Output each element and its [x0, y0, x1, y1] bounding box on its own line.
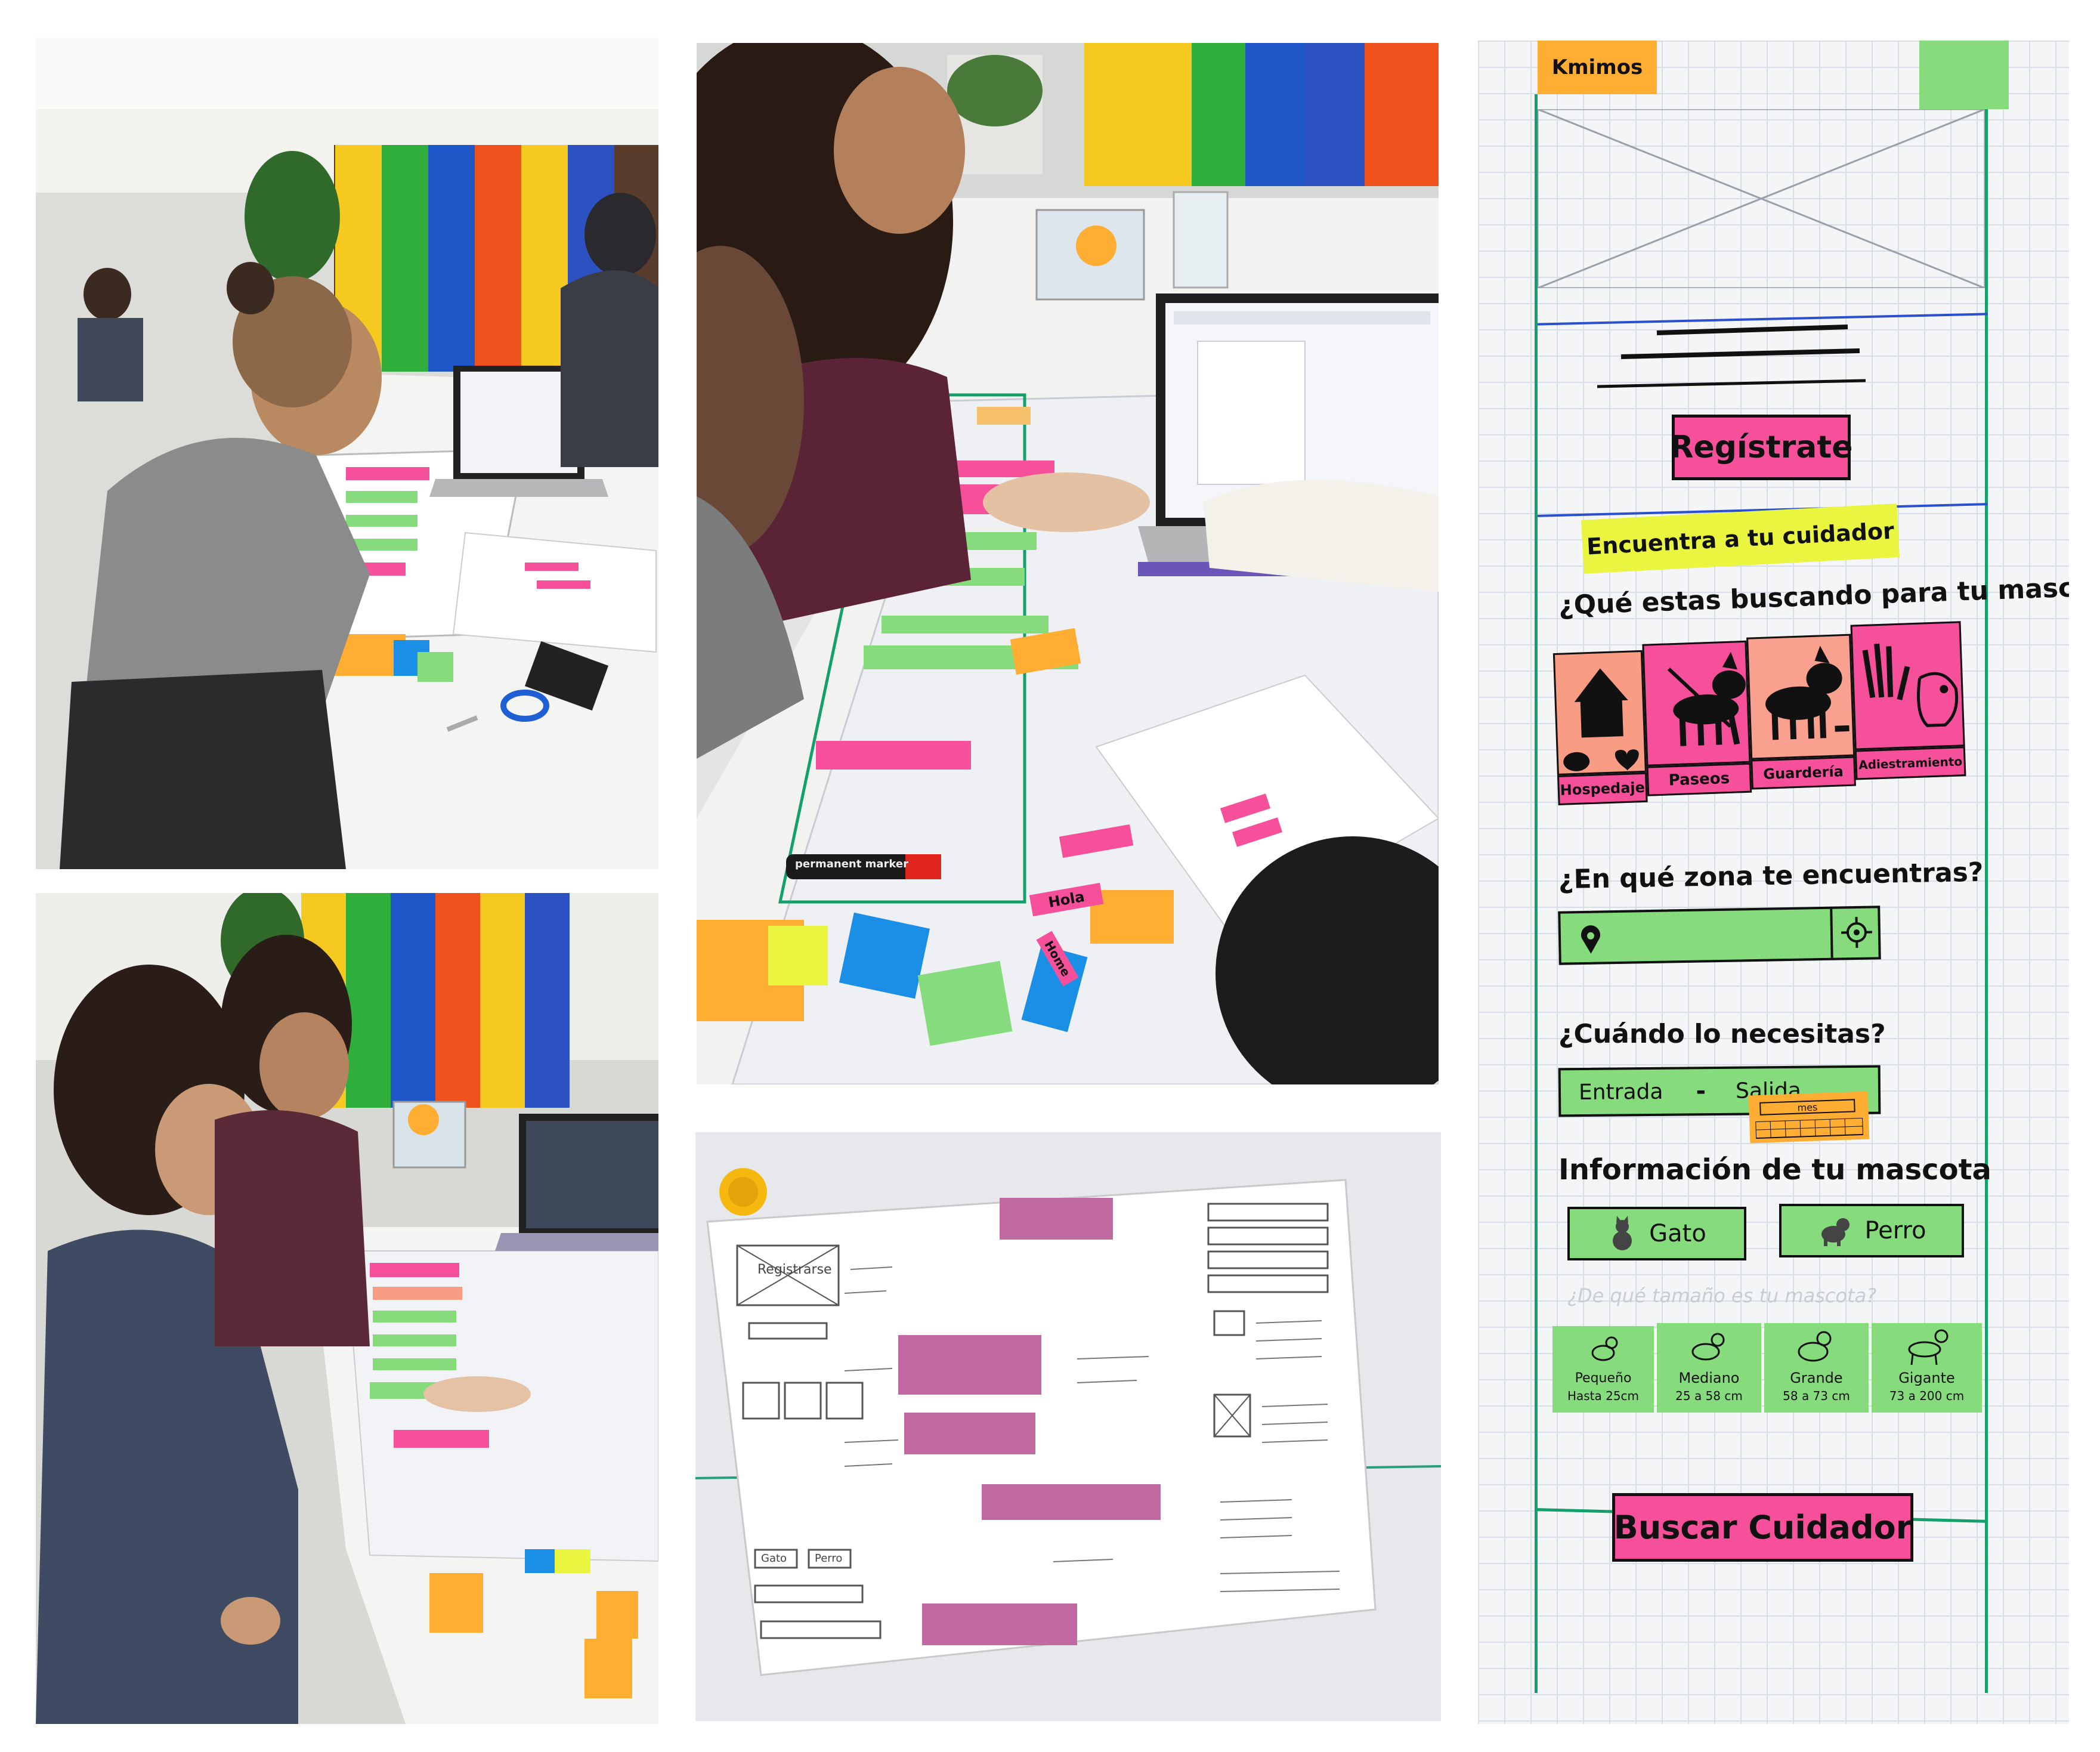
size-option-pequeno[interactable]: Pequeño Hasta 25cm — [1552, 1326, 1654, 1413]
calendar-day-grid — [1755, 1117, 1864, 1139]
grid-paper-board — [1478, 41, 2069, 1724]
calendar-popup-note: mes — [1748, 1091, 1870, 1144]
size-option-gigante[interactable]: Gigante 73 a 200 cm — [1872, 1323, 1982, 1413]
kmimos-tab-label: Kmimos — [1551, 55, 1643, 79]
large-dog-icon — [1798, 1331, 1832, 1362]
headline-lines — [1597, 325, 1866, 388]
medium-dog-icon — [1691, 1333, 1725, 1361]
giant-dog-icon — [1908, 1329, 1949, 1365]
size-option-grande[interactable]: Grande 58 a 73 cm — [1764, 1323, 1869, 1413]
workshop-scene-top-left — [36, 38, 658, 869]
photo-workshop-top-middle: Hola Home permanent marker — [697, 43, 1439, 1084]
service-label-guarderia: Guardería — [1750, 756, 1856, 790]
size-mediano-name: Mediano — [1678, 1370, 1740, 1386]
cat-icon — [1613, 1216, 1632, 1250]
house-heart-icon — [1563, 668, 1639, 771]
workshop-scene-top-middle — [697, 43, 1439, 1084]
calendar-month-label: mes — [1797, 1101, 1818, 1114]
kmimos-tab: Kmimos — [1538, 41, 1657, 94]
sketch-item-gato: Gato — [761, 1552, 787, 1565]
date-start-label[interactable]: Entrada — [1578, 1079, 1663, 1105]
wireframe-phone-frame — [1535, 94, 1988, 1693]
marker-label-text: permanent marker — [795, 858, 908, 870]
service-label-paseos-text: Paseos — [1668, 769, 1730, 790]
hero-image-placeholder — [1538, 109, 1985, 288]
pet-type-perro-label: Perro — [1864, 1217, 1926, 1244]
pet-type-gato-label: Gato — [1649, 1220, 1706, 1247]
size-option-mediano[interactable]: Mediano 25 a 58 cm — [1657, 1323, 1761, 1413]
register-button-label: Regístrate — [1669, 429, 1853, 465]
service-options: Hospedaje Paseos Guardería Adiestramient… — [1552, 621, 1970, 820]
size-pequeno-name: Pequeño — [1575, 1371, 1632, 1386]
workshop-scene-bottom-left — [36, 893, 658, 1724]
service-label-hospedaje-text: Hospedaje — [1560, 778, 1646, 799]
service-label-hospedaje: Hospedaje — [1557, 772, 1648, 805]
register-button[interactable]: Regístrate — [1669, 415, 1853, 480]
calendar-month-selector[interactable]: mes — [1759, 1099, 1855, 1116]
search-caregiver-button[interactable]: Buscar Cuidador — [1612, 1493, 1913, 1562]
hand-dog-icon — [1862, 643, 1959, 727]
small-dog-icon — [1591, 1336, 1618, 1361]
top-right-green-note — [1919, 41, 2009, 109]
dog-icon — [1821, 1218, 1850, 1246]
zone-locate-button[interactable] — [1830, 908, 1879, 958]
size-grande-name: Grande — [1790, 1370, 1843, 1386]
pet-info-title: Información de tu mascota — [1558, 1153, 1991, 1186]
zone-input[interactable] — [1558, 906, 1881, 965]
pet-type-perro-button[interactable]: Perro — [1779, 1204, 1964, 1257]
service-label-paseos: Paseos — [1646, 762, 1752, 796]
service-label-guarderia-text: Guardería — [1762, 763, 1844, 783]
sketch-sheet-scene — [695, 1132, 1441, 1721]
crosshair-icon — [1841, 916, 1872, 948]
service-card-adiestramiento[interactable] — [1850, 621, 1965, 750]
dog-leash-icon — [1667, 651, 1746, 746]
photo-wireframe-board: Kmimos Regístrate Encuentra a tu cuidado… — [1478, 41, 2069, 1724]
location-pin-icon — [1581, 925, 1600, 954]
question-size: ¿De qué tamaño es tu mascota? — [1567, 1284, 1877, 1307]
hola-note-text: Hola — [1047, 888, 1086, 911]
marker-label: permanent marker — [792, 858, 911, 870]
service-label-adiestramiento: Adiestramiento — [1854, 746, 1966, 780]
photo-sketch-sheet: Registrarse Gato Perro — [695, 1132, 1441, 1721]
question-when: ¿Cuándo lo necesitas? — [1558, 1019, 1886, 1049]
size-grande-range: 58 a 73 cm — [1783, 1389, 1850, 1403]
size-gigante-name: Gigante — [1898, 1370, 1955, 1386]
pet-type-gato-button[interactable]: Gato — [1567, 1207, 1746, 1260]
sketch-item-perro: Perro — [815, 1552, 843, 1565]
date-separator: - — [1696, 1077, 1706, 1105]
service-card-hospedaje[interactable] — [1552, 650, 1647, 775]
sketch-title: Registrarse — [757, 1262, 832, 1277]
dog-bone-icon — [1765, 645, 1850, 740]
search-caregiver-label: Buscar Cuidador — [1613, 1509, 1912, 1546]
service-card-paseos[interactable] — [1642, 640, 1751, 767]
size-gigante-range: 73 a 200 cm — [1889, 1389, 1965, 1403]
photo-workshop-top-left — [36, 38, 658, 869]
photo-workshop-bottom-left — [36, 893, 658, 1724]
size-mediano-range: 25 a 58 cm — [1675, 1389, 1743, 1403]
service-card-guarderia[interactable] — [1746, 634, 1855, 760]
service-label-adiestramiento-text: Adiestramiento — [1858, 754, 1963, 773]
size-pequeno-range: Hasta 25cm — [1567, 1389, 1640, 1403]
find-caregiver-text: Encuentra a tu cuidador — [1586, 517, 1895, 560]
